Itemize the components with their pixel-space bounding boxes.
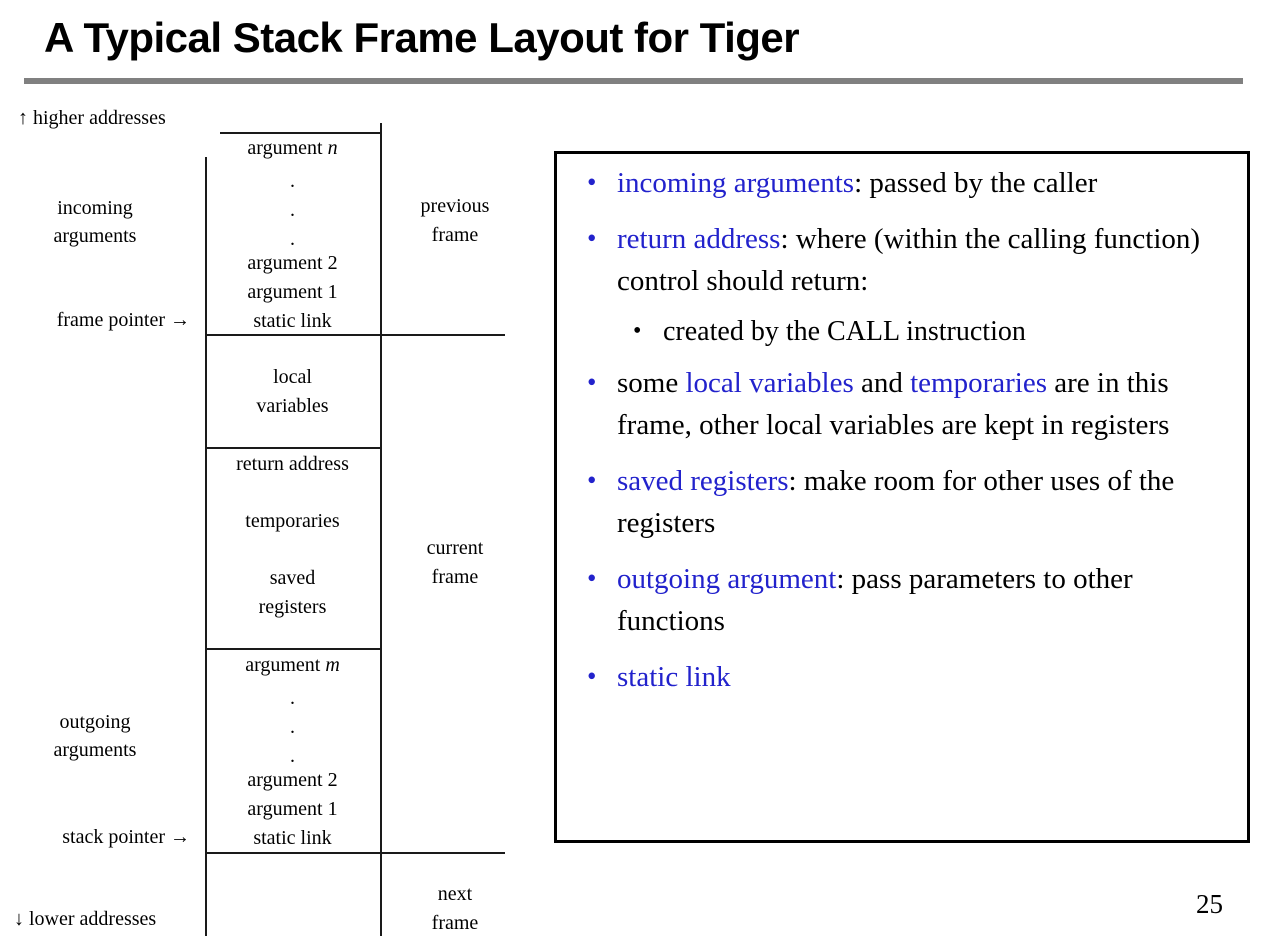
ellipsis-dot-2: . (290, 199, 295, 221)
previous-frame-tag-line2: frame (431, 224, 479, 246)
page-title: A Typical Stack Frame Layout for Tiger (44, 14, 800, 61)
outgoing-arguments-label-line1: outgoing (59, 711, 131, 733)
cell-return-address: return address (236, 453, 349, 475)
bullet-outgoing-argument-segment-0: outgoing argument (617, 563, 837, 595)
bullet-outgoing-argument-segment-1: : pass parameters to other functions (617, 563, 1133, 637)
bullet-saved-registers: saved registers: make room for other use… (571, 459, 1237, 544)
title-underline-rule (24, 78, 1243, 84)
bullet-list: incoming arguments: passed by the caller… (571, 161, 1237, 712)
bullet-incoming-arguments-segment-1: : passed by the caller (854, 167, 1098, 199)
ellipsis-dot-1: . (290, 170, 295, 192)
bullet-incoming-arguments-segment-0: incoming arguments (617, 167, 855, 199)
cell-saved-registers-line1: saved (269, 567, 316, 589)
current-frame-tag-line2: frame (431, 566, 479, 588)
frame-pointer-label: frame pointer → (56, 309, 190, 331)
cell-local-variables-line2: variables (256, 395, 329, 417)
explanation-box: incoming arguments: passed by the caller… (554, 151, 1250, 843)
bullet-created-by-call-segment-0: created by the CALL instruction (663, 316, 1026, 347)
bullet-saved-registers-segment-1: : make room for other uses of the regist… (617, 465, 1175, 539)
bullet-local-variables-temporaries-segment-2: and (853, 367, 911, 399)
ellipsis-dot-3: . (290, 228, 295, 250)
next-frame-tag-line2: frame (431, 912, 479, 934)
cell-temporaries: temporaries (245, 510, 340, 532)
cell-saved-registers-line2: registers (258, 596, 327, 618)
rule-outgoing-divider (205, 648, 380, 650)
rule-frame-pointer (205, 334, 505, 336)
rule-stack-pointer (205, 852, 505, 854)
bullet-incoming-arguments: incoming arguments: passed by the caller (571, 161, 1237, 204)
current-frame-tag-line1: current (426, 537, 484, 559)
bullet-saved-registers-segment-0: saved registers (617, 465, 789, 497)
higher-addresses-label: ↑ higher addresses (18, 107, 166, 129)
cell-static-link-outgoing: static link (253, 827, 332, 849)
ellipsis-dot-5: . (290, 716, 295, 738)
lower-addresses-label: ↓ lower addresses (14, 908, 157, 930)
cell-static-link-incoming: static link (253, 310, 332, 332)
page-number: 25 (1196, 889, 1223, 919)
bullet-static-link-segment-0: static link (617, 661, 731, 693)
cell-local-variables-line1: local (273, 366, 312, 388)
next-frame-tag-line1: next (437, 883, 473, 905)
stack-frame-diagram: ↑ higher addresses incoming arguments fr… (0, 100, 540, 936)
cell-argument-2-outgoing: argument 2 (247, 769, 338, 791)
cell-argument-2-incoming: argument 2 (247, 252, 338, 274)
incoming-arguments-label-line2: arguments (53, 225, 137, 247)
cell-argument-m: argument m (245, 654, 340, 676)
bullet-local-variables-temporaries-segment-1: local variables (685, 367, 854, 399)
outgoing-arguments-label-line2: arguments (53, 739, 137, 761)
cell-argument-n: argument n (247, 137, 338, 159)
bullet-return-address: return address: where (within the callin… (571, 217, 1237, 302)
bullet-local-variables-temporaries: some local variables and temporaries are… (571, 361, 1237, 446)
bullet-return-address-segment-0: return address (617, 223, 781, 255)
rule-stack-column-right (380, 123, 382, 936)
ellipsis-dot-4: . (290, 687, 295, 709)
cell-argument-1-incoming: argument 1 (247, 281, 338, 303)
rule-top-of-stack (220, 132, 380, 134)
rule-locals-divider (205, 447, 380, 449)
bullet-static-link: static link (571, 655, 1237, 698)
bullet-local-variables-temporaries-segment-4: are in this frame, other local variables… (617, 367, 1170, 441)
cell-argument-n-variable: n (327, 137, 338, 159)
incoming-arguments-label-line1: incoming (57, 197, 133, 219)
bullet-local-variables-temporaries-segment-3: temporaries (910, 367, 1048, 399)
cell-argument-1-outgoing: argument 1 (247, 798, 338, 820)
bullet-return-address-segment-1: : where (within the calling function) co… (617, 223, 1201, 297)
rule-stack-column-left (205, 157, 207, 936)
stack-pointer-label: stack pointer → (62, 826, 190, 848)
cell-argument-m-variable: m (325, 654, 340, 676)
bullet-outgoing-argument: outgoing argument: pass parameters to ot… (571, 557, 1237, 642)
ellipsis-dot-6: . (290, 745, 295, 767)
bullet-local-variables-temporaries-segment-0: some (617, 367, 686, 399)
previous-frame-tag-line1: previous (420, 195, 490, 217)
bullet-created-by-call: created by the CALL instruction (571, 311, 1237, 352)
